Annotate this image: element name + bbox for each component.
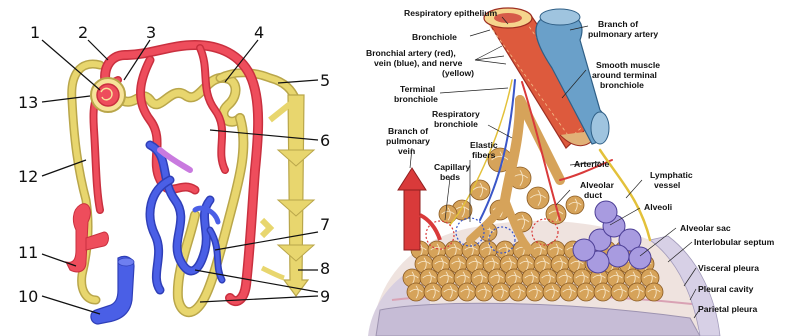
label-lymphatic-vessel-line2: vessel (654, 180, 680, 190)
pulmonary-vein (398, 168, 440, 250)
nephron-label-11: 11 (18, 243, 38, 262)
label-respiratory-epithelium: Respiratory epithelium (404, 8, 497, 18)
label-capillary-beds-line2: beds (440, 172, 460, 182)
label-bronchial-line3: (yellow) (442, 68, 474, 78)
nephron-number-labels: 1 2 3 4 5 6 7 8 9 10 11 12 13 (18, 23, 330, 306)
label-elastic-fibers-line2: fibers (472, 150, 496, 160)
label-interlobular-septum: Interlobular septum (694, 237, 775, 247)
label-capillary-beds-line1: Capillary (434, 162, 471, 172)
label-smooth-muscle-line3: bronchiole (600, 80, 644, 90)
nephron-label-4: 4 (254, 23, 264, 42)
label-pulmonary-vein-line1: Branch of (388, 126, 428, 136)
label-arteriole: Arteriole (574, 159, 610, 169)
label-terminal-bronchiole-line1: Terminal (400, 84, 435, 94)
label-bronchial-line1: Bronchial artery (red), (366, 48, 456, 58)
label-bronchiole: Bronchiole (412, 32, 457, 42)
label-smooth-muscle-line1: Smooth muscle (596, 60, 660, 70)
nephron-label-8: 8 (320, 259, 330, 278)
label-respiratory-bronchiole-line2: bronchiole (434, 119, 478, 129)
label-bronchial-line2: vein (blue), and nerve (374, 58, 463, 68)
label-pulmonary-vein-line3: vein (398, 146, 415, 156)
label-alveolar-duct-line1: Alveolar (580, 180, 615, 190)
label-visceral-pleura: Visceral pleura (698, 263, 759, 273)
nephron-label-3: 3 (146, 23, 156, 42)
glomerulus (91, 78, 125, 112)
label-branch-pulmonary-artery-line2: pulmonary artery (588, 29, 658, 39)
nephron-label-6: 6 (320, 131, 330, 150)
nephron-label-5: 5 (320, 71, 330, 90)
alveolar-sac-lobe (595, 201, 617, 223)
interlobular-vein (91, 256, 134, 324)
label-respiratory-bronchiole-line1: Respiratory (432, 109, 480, 119)
nephron-diagram: 1 2 3 4 5 6 7 8 9 10 11 12 13 (18, 23, 330, 324)
lung-diagram: Respiratory epithelium Bronchiole Branch… (366, 8, 775, 336)
label-smooth-muscle-line2: around terminal (592, 70, 657, 80)
collecting-duct (262, 95, 314, 296)
nephron-label-10: 10 (18, 287, 38, 306)
nephron-label-2: 2 (78, 23, 88, 42)
nephron-label-9: 9 (320, 287, 330, 306)
label-alveolar-duct-line2: duct (584, 190, 602, 200)
label-pleural-cavity: Pleural cavity (698, 284, 754, 294)
label-terminal-bronchiole-line2: bronchiole (394, 94, 438, 104)
alveolar-sac-lobe (573, 239, 595, 261)
label-branch-pulmonary-artery-line1: Branch of (598, 19, 638, 29)
label-elastic-fibers-line1: Elastic (470, 140, 498, 150)
nephron-label-12: 12 (18, 167, 38, 186)
label-parietal-pleura: Parietal pleura (698, 304, 757, 314)
nephron-label-1: 1 (30, 23, 40, 42)
nephron-label-7: 7 (320, 215, 330, 234)
alveolar-sac-lobe (607, 245, 629, 267)
label-alveolar-sac: Alveolar sac (680, 223, 731, 233)
label-alveoli: Alveoli (644, 202, 672, 212)
label-pulmonary-vein-line2: pulmonary (386, 136, 430, 146)
label-lymphatic-vessel-line1: Lymphatic (650, 170, 693, 180)
nephron-label-13: 13 (18, 93, 38, 112)
